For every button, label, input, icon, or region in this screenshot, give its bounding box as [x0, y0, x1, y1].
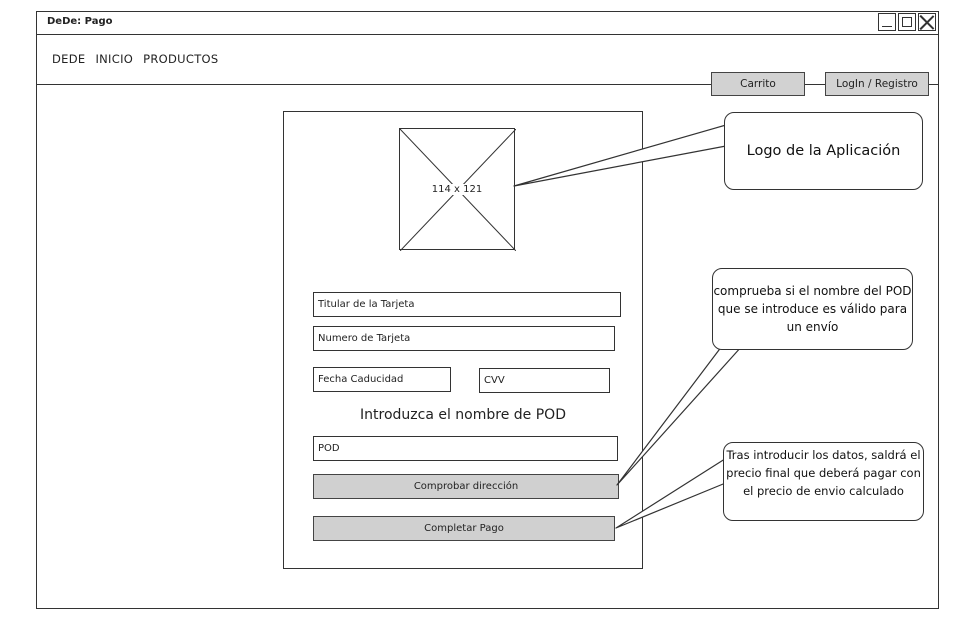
nav-link-dede[interactable]: DEDE	[52, 52, 86, 66]
pod-annotation: comprueba si el nombre del POD que se in…	[712, 268, 913, 350]
app-logo-image: 114 x 121	[399, 128, 516, 251]
complete-payment-button[interactable]: Completar Pago	[313, 516, 615, 541]
cvv-input[interactable]: CVV	[479, 368, 610, 393]
payment-annotation: Tras introducir los datos, saldrá el pre…	[723, 442, 924, 521]
nav-links: DEDE INICIO PRODUCTOS	[52, 52, 218, 66]
expiry-date-input[interactable]: Fecha Caducidad	[313, 367, 451, 392]
payment-form-panel: 114 x 121 Titular de la Tarjeta Numero d…	[283, 111, 643, 569]
title-bar: DeDe: Pago	[37, 12, 938, 35]
pod-input[interactable]: POD	[313, 436, 618, 461]
logo-annotation: Logo de la Aplicación	[724, 112, 923, 190]
nav-link-productos[interactable]: PRODUCTOS	[143, 52, 219, 66]
logo-annotation-text: Logo de la Aplicación	[746, 143, 901, 159]
close-icon[interactable]	[918, 13, 936, 31]
login-register-button[interactable]: LogIn / Registro	[825, 72, 929, 96]
cart-button[interactable]: Carrito	[711, 72, 805, 96]
card-holder-input[interactable]: Titular de la Tarjeta	[313, 292, 621, 317]
pod-heading: Introduzca el nombre de POD	[360, 407, 566, 423]
minimize-icon[interactable]	[878, 13, 896, 31]
window-title: DeDe: Pago	[47, 16, 113, 27]
window-controls	[878, 13, 936, 31]
nav-bar: DEDE INICIO PRODUCTOS Carrito LogIn / Re…	[37, 34, 938, 96]
payment-annotation-text: Tras introducir los datos, saldrá el pre…	[726, 448, 921, 498]
card-number-input[interactable]: Numero de Tarjeta	[313, 326, 615, 351]
nav-link-inicio[interactable]: INICIO	[95, 52, 134, 66]
check-address-button[interactable]: Comprobar dirección	[313, 474, 619, 499]
image-size-label: 114 x 121	[430, 184, 484, 195]
maximize-icon[interactable]	[898, 13, 916, 31]
pod-annotation-text: comprueba si el nombre del POD que se in…	[713, 284, 912, 334]
